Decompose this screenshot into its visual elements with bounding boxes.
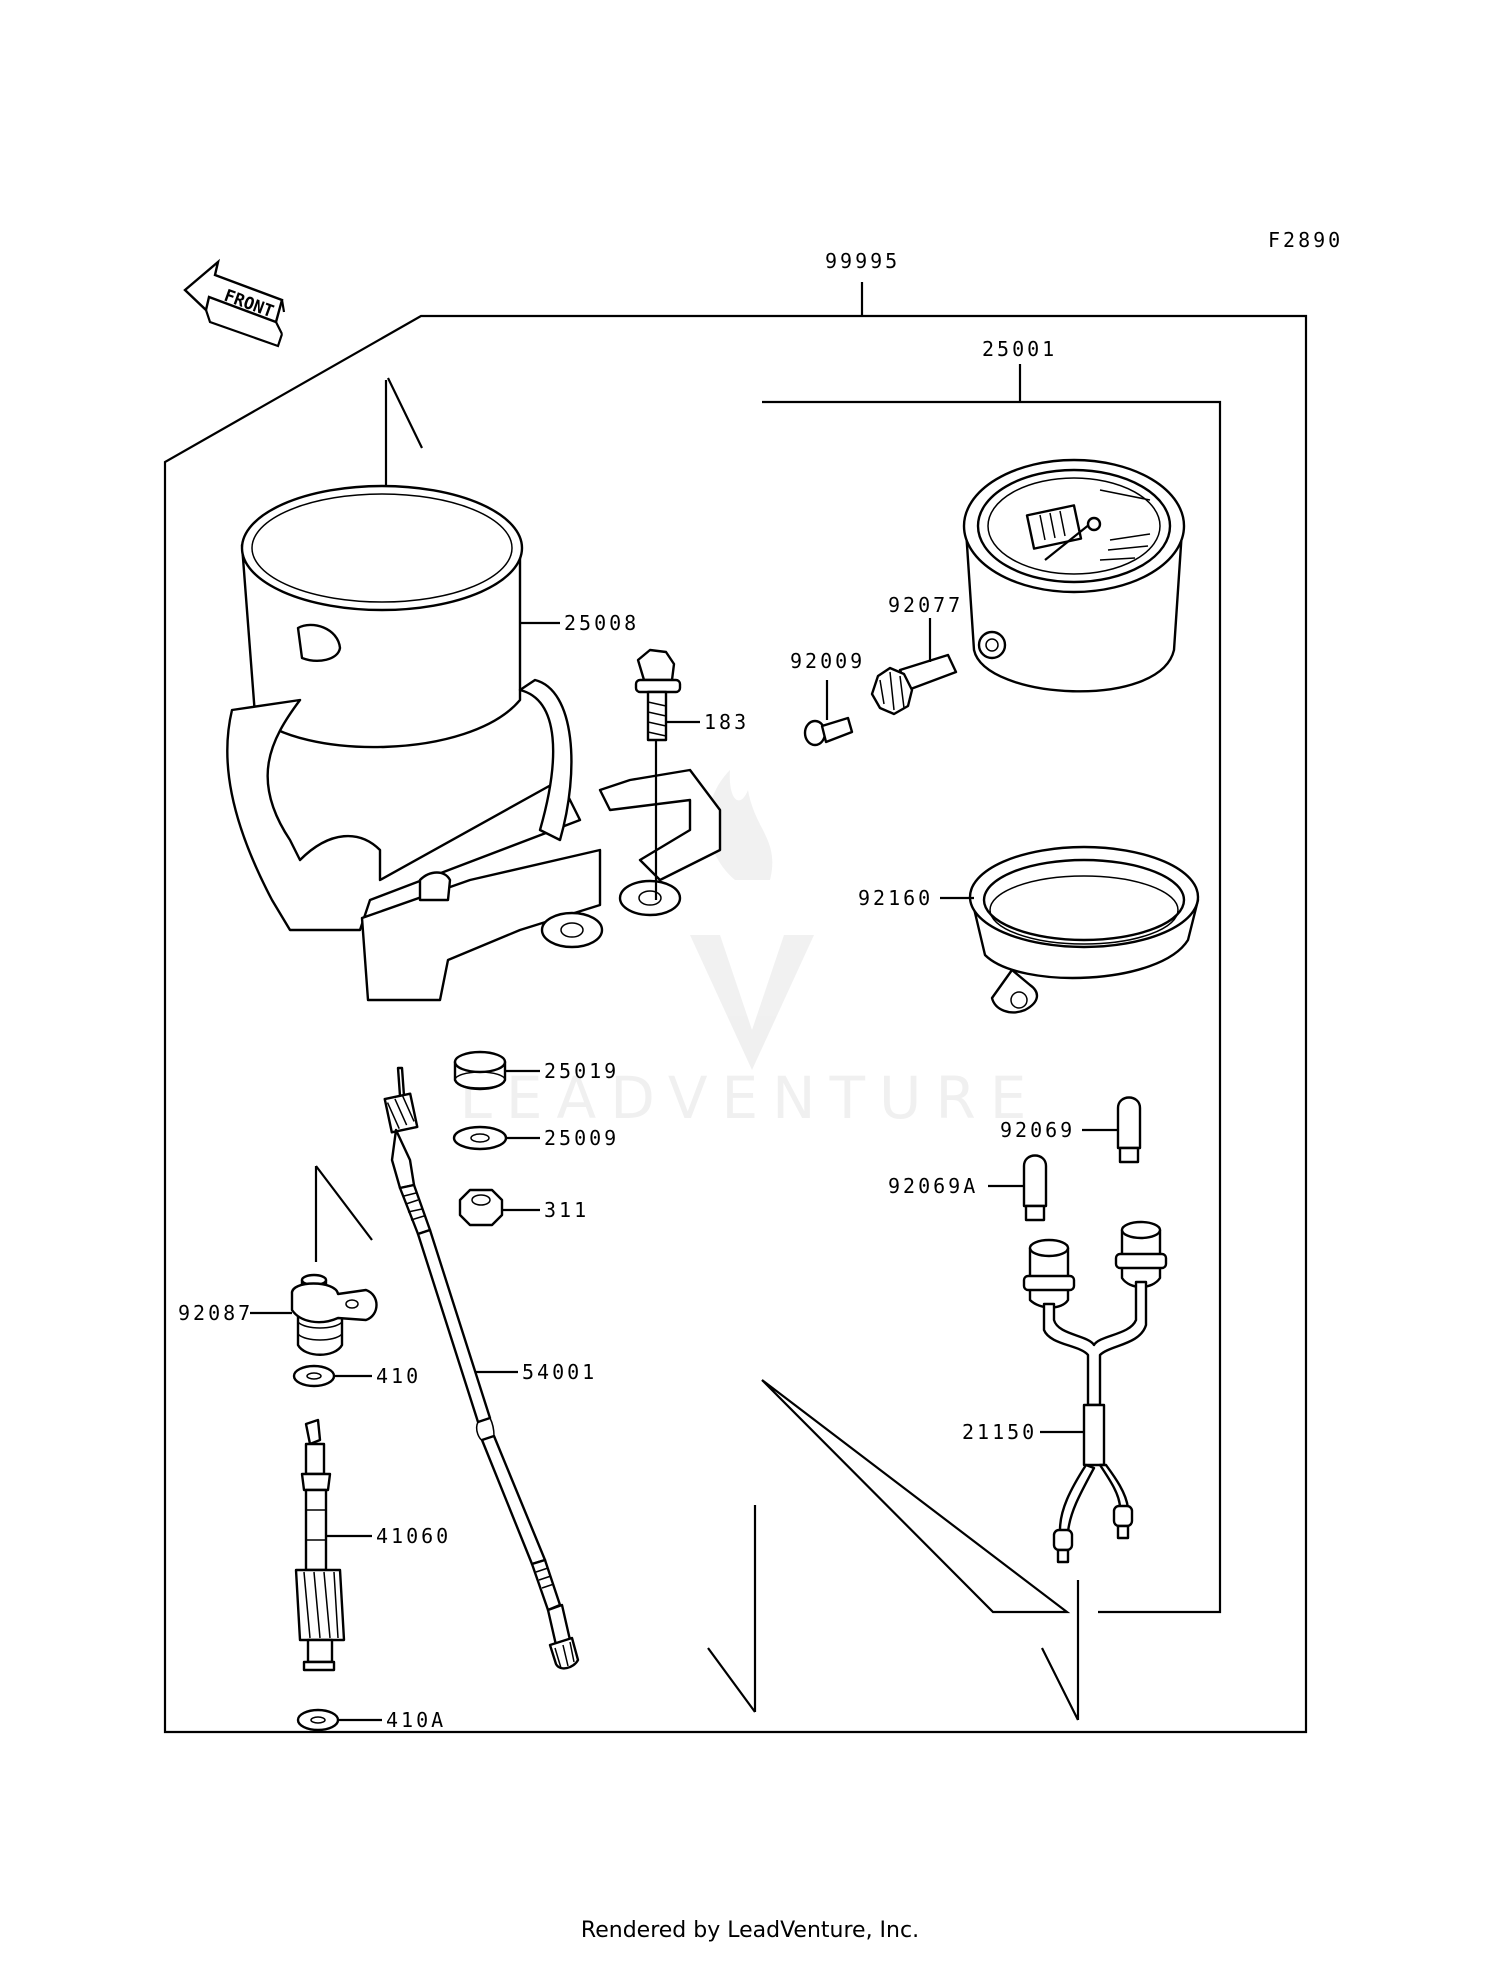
reset-knob-92077 [870,653,958,716]
pinion-gear-41060 [294,1418,346,1672]
callout-311: 311 [544,1198,589,1222]
callout-99995: 99995 [825,249,900,273]
callout-92069: 92069 [1000,1118,1075,1142]
callout-92069A: 92069A [888,1174,978,1198]
washer-410 [292,1364,336,1388]
speedometer-25001 [962,458,1186,693]
bulb-92069 [1116,1096,1142,1164]
callout-25009: 25009 [544,1126,619,1150]
assembly-outline-25001 [761,400,1222,1614]
callout-410: 410 [376,1364,421,1388]
callout-92087: 92087 [178,1301,253,1325]
watermark-text: LEADVENTURE [460,1064,1041,1132]
bulb-92069A [1022,1154,1048,1222]
washer-25009 [452,1125,508,1151]
grommet-25019 [453,1050,507,1091]
callout-92009: 92009 [790,649,865,673]
footer-credit: Rendered by LeadVenture, Inc. [580,1918,920,1943]
bolt-183 [634,648,682,900]
callout-92077: 92077 [888,593,963,617]
v-logo-icon [690,935,814,1070]
meter-bracket-25008 [226,484,722,1002]
callout-41060: 41060 [376,1524,451,1548]
gear-housing-92087 [290,1273,378,1356]
washer-410A [296,1708,340,1732]
callout-25001: 25001 [982,337,1057,361]
assembly-outline-99995 [163,314,1308,1734]
callout-92160: 92160 [858,886,933,910]
speedometer-cable-54001 [383,1066,580,1670]
screw-92009 [803,680,854,747]
flame-logo-icon [708,770,773,880]
bezel-ring-92160 [968,845,1200,1014]
callout-21150: 21150 [962,1420,1037,1444]
nut-311 [458,1188,504,1227]
callout-410A: 410A [386,1708,446,1732]
callout-183: 183 [704,710,749,734]
callout-54001: 54001 [522,1360,597,1384]
leadventure-watermark: LEADVENTURE [460,770,1041,1132]
callout-25008: 25008 [564,611,639,635]
front-arrow-icon: FRONT [183,258,286,348]
drawing-code: F2890 [1268,228,1343,252]
callout-25019: 25019 [544,1059,619,1083]
socket-harness-21150 [1022,1220,1168,1564]
